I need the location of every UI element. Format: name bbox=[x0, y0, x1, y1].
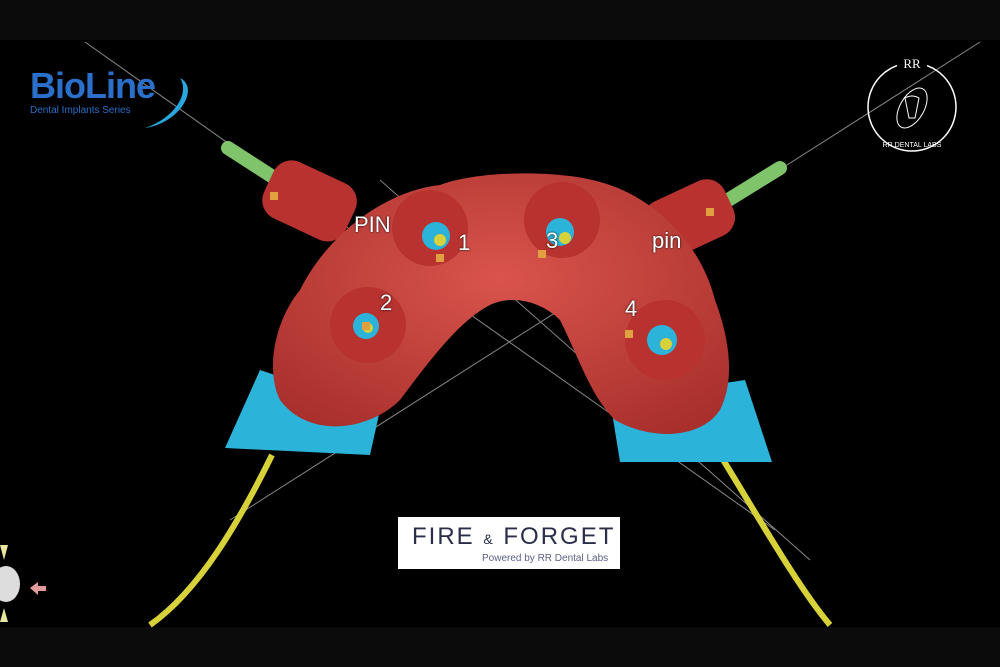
implant-sleeve-3 bbox=[524, 182, 600, 258]
implant-label-1: 1 bbox=[458, 230, 471, 255]
pin-label-right: pin bbox=[652, 228, 682, 253]
lock-icon bbox=[625, 330, 633, 338]
implant-label-2: 2 bbox=[380, 290, 393, 315]
lock-icon bbox=[436, 254, 444, 262]
fixation-pin-left bbox=[221, 141, 357, 242]
lock-icon bbox=[270, 192, 278, 200]
implant-sleeve-1 bbox=[392, 190, 468, 266]
bottom-bar bbox=[0, 627, 1000, 667]
swoosh-icon bbox=[145, 78, 188, 128]
bioline-logo: BioLine Dental Implants Series bbox=[30, 68, 188, 128]
nerve-canal-right bbox=[719, 456, 833, 627]
implant-sleeve-4 bbox=[625, 300, 705, 380]
pin-label-left: PIN bbox=[354, 212, 391, 237]
lock-icons bbox=[270, 192, 714, 338]
orientation-widget[interactable] bbox=[0, 545, 46, 622]
rr-dental-labs-logo: RR RR DENTAL LABS bbox=[865, 56, 959, 154]
implant-label-4: 4 bbox=[625, 296, 638, 321]
lock-icon bbox=[706, 208, 714, 216]
surgical-guide-body bbox=[272, 173, 730, 434]
tooth-implant-icon bbox=[867, 62, 957, 152]
implant-label-3: 3 bbox=[546, 228, 559, 253]
arrow-left-icon bbox=[30, 582, 46, 595]
lock-icon bbox=[538, 250, 546, 258]
fire-and-forget-banner: FIRE & FORGET Powered by RR Dental Labs bbox=[398, 517, 620, 569]
nerve-canal-left bbox=[148, 453, 275, 628]
lock-icon bbox=[362, 322, 370, 330]
top-bar bbox=[0, 0, 1000, 40]
